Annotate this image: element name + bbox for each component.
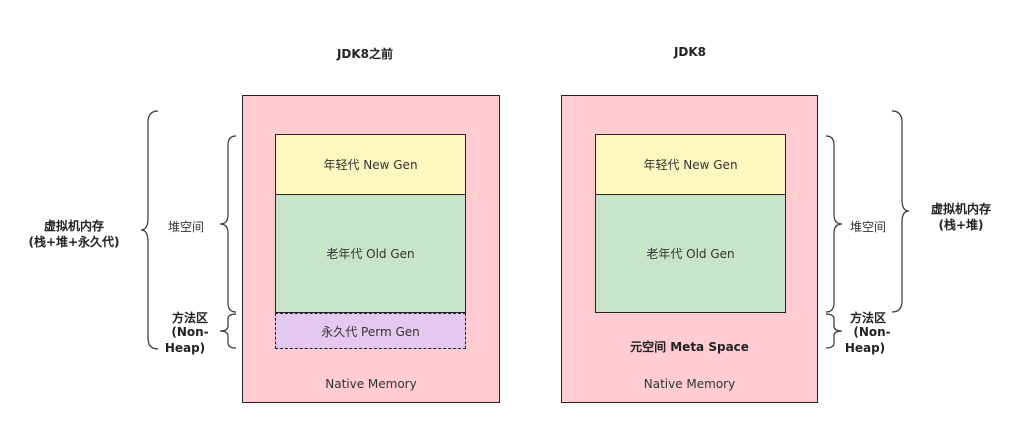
right-meta-space-text: 元空间 Meta Space [630, 340, 749, 354]
left-diagram-title: JDK8之前 [336, 47, 394, 61]
right-vm-label-1: 虚拟机内存 [930, 202, 991, 216]
left-method-label-3: Heap) [164, 341, 206, 355]
right-method-label-1: 方法区 [849, 311, 886, 325]
right-new-gen-box: 年轻代 New Gen [595, 134, 786, 195]
left-heap-brace [219, 135, 237, 313]
left-old-gen-box: 老年代 Old Gen [275, 194, 466, 313]
right-method-label-2: (Non- [853, 325, 891, 339]
right-old-gen-label: 老年代 Old Gen [646, 247, 735, 261]
right-new-gen-label: 年轻代 New Gen [643, 158, 738, 172]
left-perm-gen-box: 永久代 Perm Gen [275, 313, 466, 349]
right-vm-label-2: (栈+堆) [938, 218, 984, 232]
left-heap-label: 堆空间 [168, 220, 205, 234]
right-diagram-title: JDK8 [673, 45, 707, 59]
right-heap-label: 堆空间 [850, 220, 887, 234]
right-old-gen-box: 老年代 Old Gen [595, 194, 786, 313]
right-meta-space-label: 元空间 Meta Space [561, 338, 818, 355]
left-method-area-brace [219, 313, 237, 349]
left-old-gen-label: 老年代 Old Gen [326, 247, 415, 261]
left-method-label-1: 方法区 [171, 311, 208, 325]
right-native-memory-label: Native Memory [643, 377, 736, 391]
left-vm-label-1: 虚拟机内存 [43, 219, 104, 233]
left-method-label-2: (Non- [171, 325, 209, 339]
left-perm-gen-label: 永久代 Perm Gen [321, 324, 420, 339]
left-vm-label-2: (栈+堆+永久代) [28, 235, 120, 249]
left-new-gen-label: 年轻代 New Gen [323, 158, 418, 172]
right-heap-brace [825, 135, 843, 313]
left-native-memory-label: Native Memory [325, 377, 417, 391]
right-vm-brace [891, 110, 910, 313]
right-method-label-3: Heap) [844, 341, 886, 355]
left-new-gen-box: 年轻代 New Gen [275, 134, 466, 195]
right-method-area-brace [825, 313, 843, 349]
left-vm-brace [140, 110, 159, 350]
